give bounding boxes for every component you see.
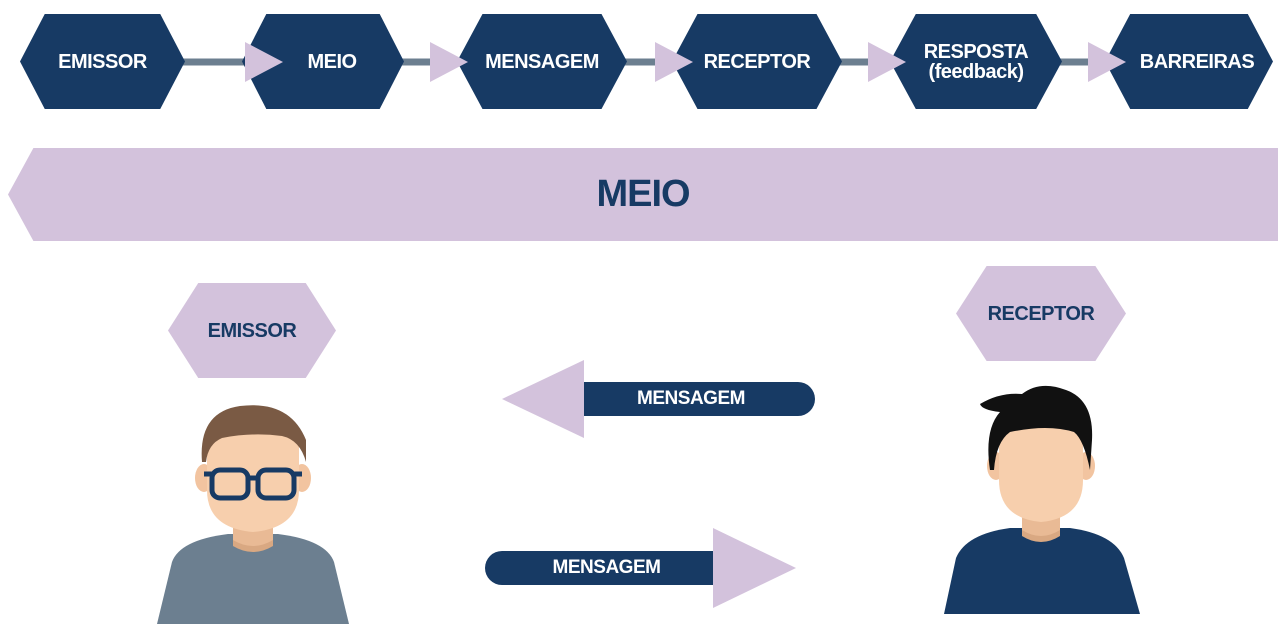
step-resposta-label: RESPOSTA	[923, 40, 1029, 63]
step-barreiras-label: BARREIRAS	[1139, 50, 1255, 73]
step-mensagem-label: MENSAGEM	[485, 50, 599, 73]
emissor-badge-label: EMISSOR	[207, 319, 297, 342]
step-emissor: EMISSOR	[20, 14, 185, 109]
meio-banner: MEIO	[8, 148, 1278, 241]
arrowhead-5	[1088, 42, 1126, 82]
arrowhead-4	[868, 42, 906, 82]
arrowhead-2	[430, 42, 468, 82]
receptor-badge-label: RECEPTOR	[987, 302, 1095, 325]
step-barreiras: BARREIRAS	[1105, 14, 1273, 109]
emissor-avatar	[157, 405, 349, 624]
message-bottom-label: MENSAGEM	[552, 557, 661, 578]
message-arrow-left	[502, 360, 815, 438]
glasses-icon	[204, 467, 302, 501]
message-top-label: MENSAGEM	[637, 388, 745, 409]
step-mensagem: MENSAGEM	[457, 14, 627, 109]
receptor-badge: RECEPTOR	[956, 266, 1126, 361]
step-resposta: RESPOSTA (feedback)	[890, 14, 1062, 109]
arrowhead-3	[655, 42, 693, 82]
step-receptor-label: RECEPTOR	[703, 50, 811, 73]
emissor-badge: EMISSOR	[168, 283, 336, 378]
meio-banner-label: MEIO	[596, 173, 690, 215]
step-resposta-sublabel: (feedback)	[928, 60, 1024, 83]
receptor-avatar	[944, 385, 1140, 614]
arrowhead-1	[245, 42, 283, 82]
step-emissor-label: EMISSOR	[58, 50, 147, 73]
step-meio-label: MEIO	[307, 50, 357, 73]
message-arrow-right	[485, 528, 796, 608]
step-receptor: RECEPTOR	[672, 14, 842, 109]
